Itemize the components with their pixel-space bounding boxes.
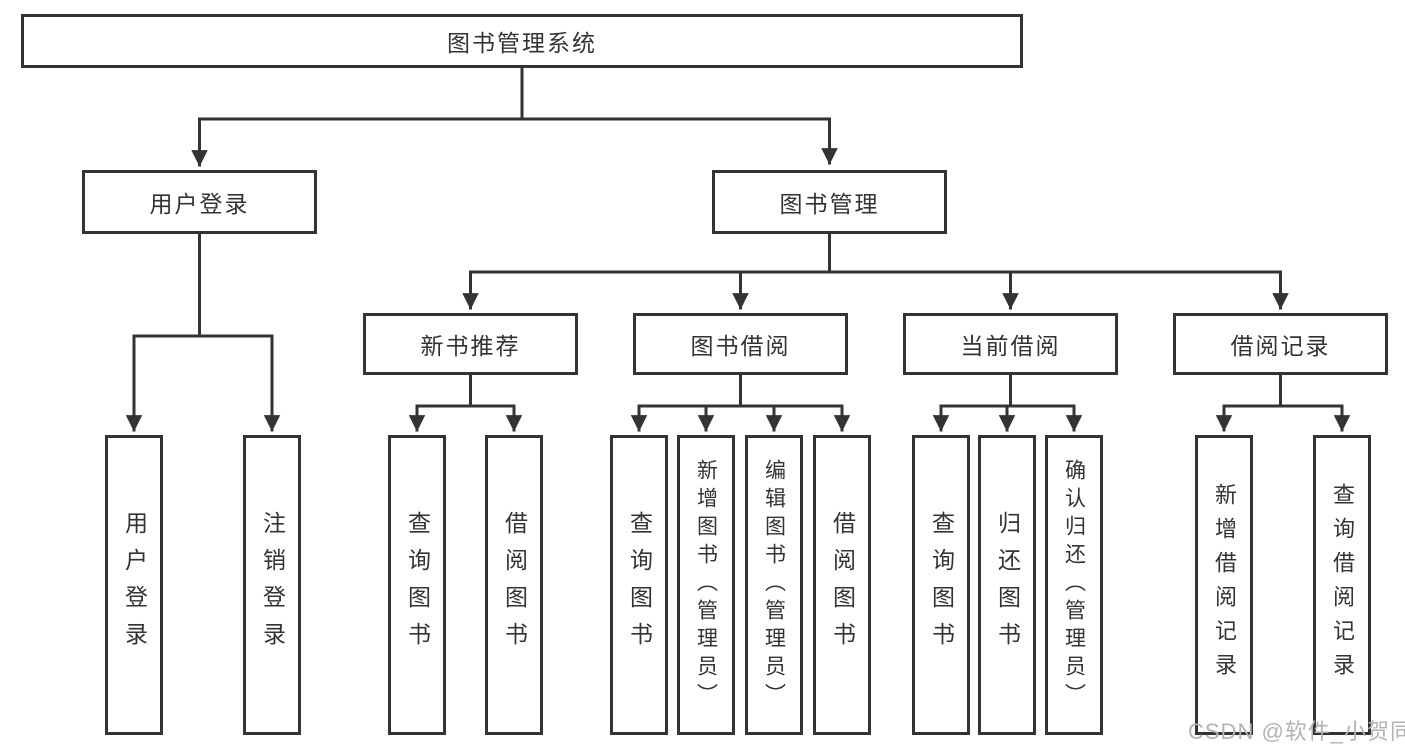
leaf-user-login: 用户登录 <box>105 435 163 735</box>
node-book-borrowing: 图书借阅 <box>633 313 848 375</box>
node-label: 用户登录 <box>121 511 148 659</box>
node-label: 编辑图书（管理员） <box>762 459 786 711</box>
node-book-management: 图书管理 <box>712 170 947 234</box>
node-label: 图书管理 <box>779 191 880 217</box>
node-user-login: 用户登录 <box>82 170 317 234</box>
leaf-query-books-borrowing: 查询图书 <box>610 435 668 735</box>
leaf-logout: 注销登录 <box>243 435 301 735</box>
node-label: 借阅图书 <box>829 511 856 659</box>
node-label: 新增借阅记录 <box>1212 483 1237 687</box>
node-current-borrowing: 当前借阅 <box>903 313 1118 375</box>
leaf-add-borrow-record: 新增借阅记录 <box>1195 435 1253 735</box>
node-label: 借阅图书 <box>501 511 528 659</box>
node-label: 用户登录 <box>149 191 250 217</box>
node-label: 归还图书 <box>994 511 1021 659</box>
node-library-system: 图书管理系统 <box>21 14 1023 68</box>
leaf-add-book-admin: 新增图书（管理员） <box>677 435 735 735</box>
node-label: 新增图书（管理员） <box>694 459 718 711</box>
leaf-borrow-books-recommend: 借阅图书 <box>485 435 543 735</box>
node-label: 查询图书 <box>626 511 653 659</box>
node-label: 查询借阅记录 <box>1330 483 1355 687</box>
leaf-query-books-current: 查询图书 <box>912 435 970 735</box>
node-label: 当前借阅 <box>960 333 1061 359</box>
leaf-query-borrow-record: 查询借阅记录 <box>1313 435 1371 735</box>
node-label: 图书管理系统 <box>447 30 597 56</box>
node-borrowing-records: 借阅记录 <box>1173 313 1388 375</box>
leaf-confirm-return-admin: 确认归还（管理员） <box>1045 435 1103 735</box>
node-label: 注销登录 <box>259 511 286 659</box>
leaf-query-books-recommend: 查询图书 <box>388 435 446 735</box>
node-label: 查询图书 <box>404 511 431 659</box>
watermark: CSDN @软件_小贺同学 <box>1188 719 1405 744</box>
leaf-return-books: 归还图书 <box>978 435 1036 735</box>
leaf-borrow-books-borrowing: 借阅图书 <box>813 435 871 735</box>
node-label: 借阅记录 <box>1230 333 1331 359</box>
node-label: 图书借阅 <box>690 333 791 359</box>
leaf-edit-book-admin: 编辑图书（管理员） <box>745 435 803 735</box>
node-label: 确认归还（管理员） <box>1062 459 1086 711</box>
node-new-book-recommend: 新书推荐 <box>363 313 578 375</box>
node-label: 查询图书 <box>928 511 955 659</box>
node-label: 新书推荐 <box>420 333 521 359</box>
